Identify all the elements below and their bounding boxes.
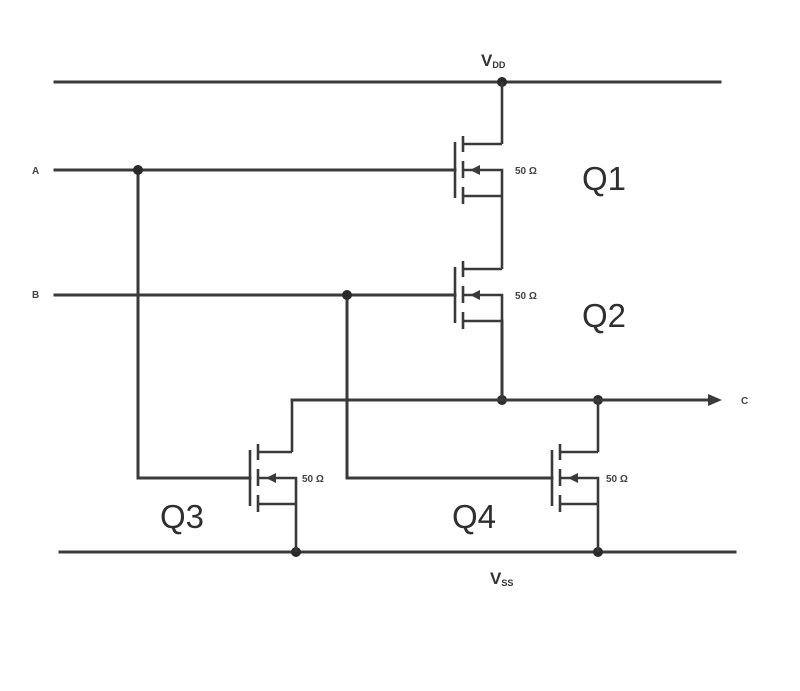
q4-resistance: 50 Ω: [606, 474, 628, 485]
q3-label: Q3: [160, 498, 204, 535]
q2-resistance: 50 Ω: [515, 291, 537, 302]
transistor-q1: [453, 82, 504, 265]
transistor-q4: [550, 400, 600, 552]
b-to-q4-gate-wire: [345, 293, 554, 480]
vss-label: VSS: [490, 569, 513, 588]
input-a-label: A: [32, 166, 39, 177]
q4-label: Q4: [452, 498, 496, 535]
junction-a: [133, 165, 143, 175]
a-to-q3-gate-wire: [136, 168, 252, 480]
transistor-q2: [453, 261, 504, 329]
junction-b: [342, 290, 352, 300]
input-b-label: B: [32, 290, 39, 301]
vdd-label: VDD: [481, 51, 506, 70]
q1-label: Q1: [582, 160, 626, 197]
q1-resistance: 50 Ω: [515, 166, 537, 177]
output-arrow-icon: [708, 394, 722, 406]
q3-resistance: 50 Ω: [302, 474, 324, 485]
q2-label: Q2: [582, 297, 626, 334]
output-c-label: C: [741, 396, 748, 407]
transistor-q3: [248, 400, 298, 552]
